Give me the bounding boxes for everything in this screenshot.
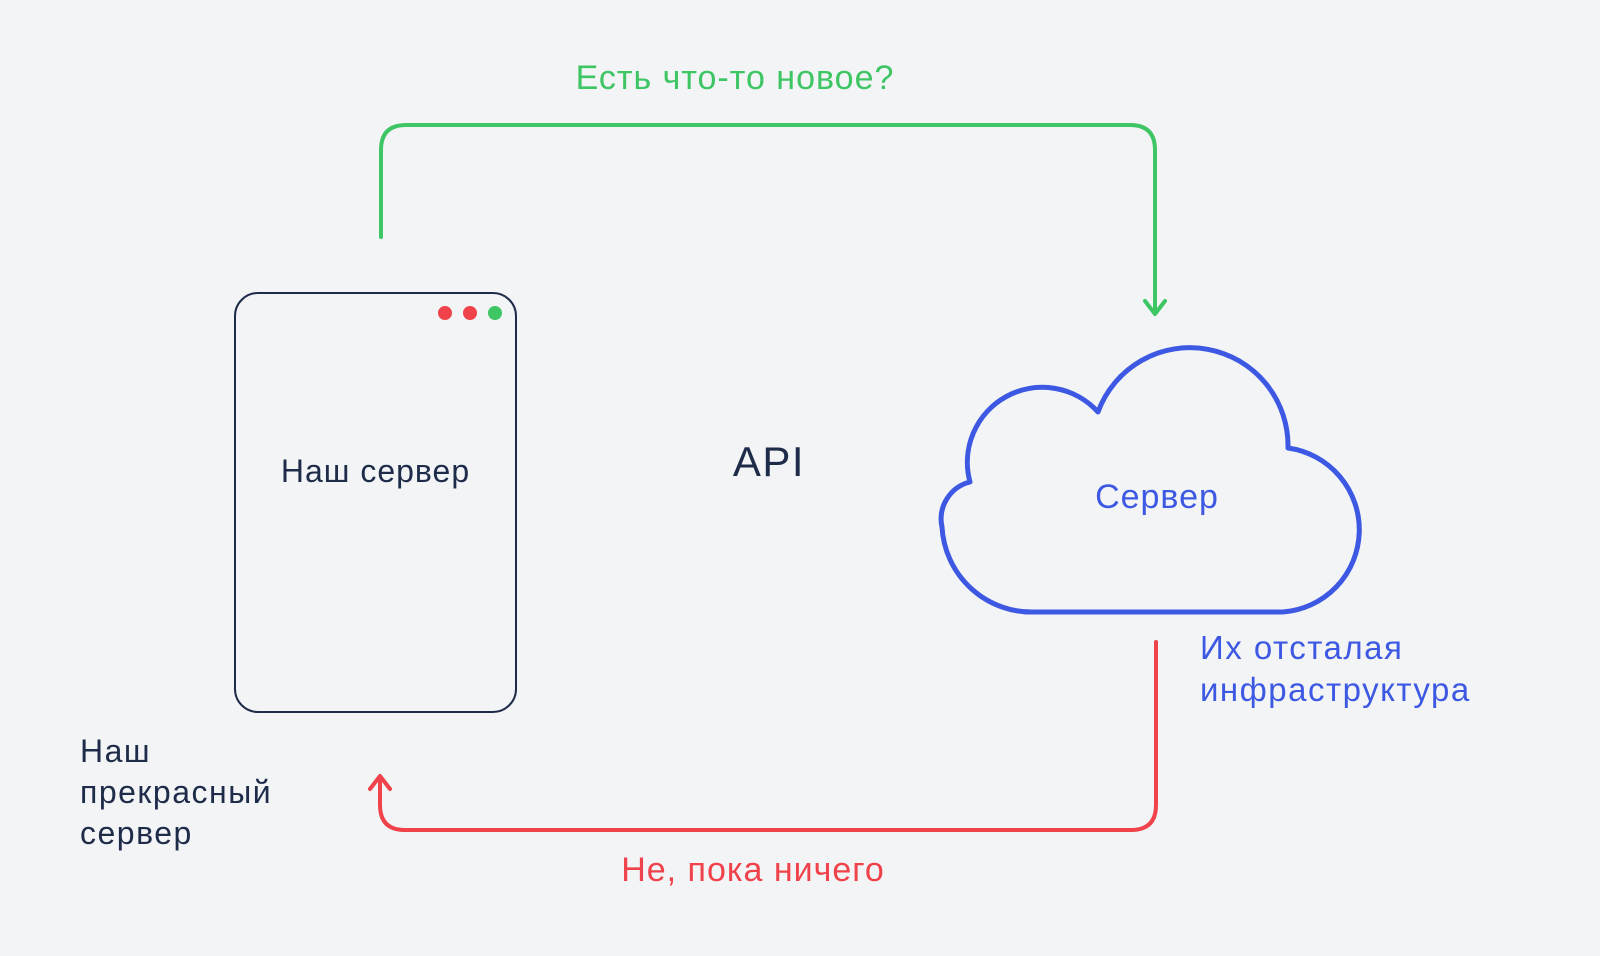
window-controls — [438, 306, 502, 320]
response-arrow — [368, 640, 1158, 832]
request-arrow — [379, 123, 1167, 316]
cloud-server-caption: Их отсталая инфраструктура — [1200, 629, 1471, 708]
our-server-caption: Наш прекрасный сервер — [80, 733, 273, 851]
api-label: API — [732, 438, 806, 485]
our-server-title: Наш сервер — [280, 453, 471, 489]
our-server-window: Наш сервер — [234, 292, 517, 713]
cloud-icon — [938, 345, 1362, 615]
request-label: Есть что-то новое? — [575, 59, 895, 97]
window-dot-red-1 — [438, 306, 452, 320]
cloud-server-title: Сервер — [1095, 478, 1219, 516]
window-dot-red-2 — [463, 306, 477, 320]
window-dot-green — [488, 306, 502, 320]
response-label: Не, пока ничего — [621, 851, 885, 889]
